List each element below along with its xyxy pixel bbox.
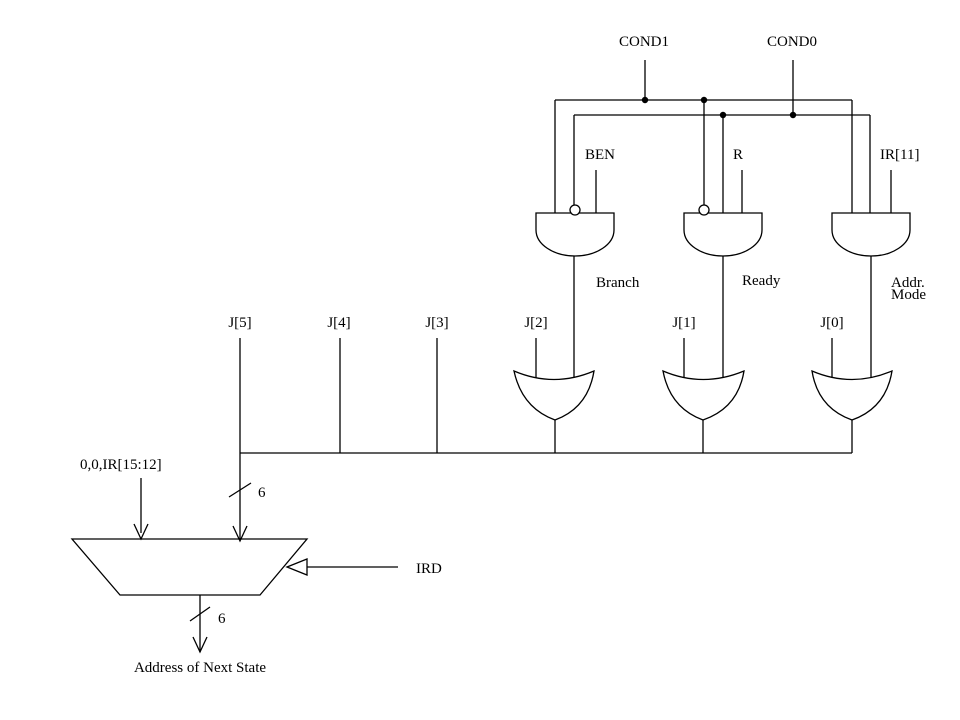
- arrow-down-icon: [232, 525, 248, 543]
- and-gate-addr-mode: [831, 212, 911, 257]
- junction-dot: [789, 111, 797, 119]
- j-bit-wires: [239, 338, 833, 541]
- or-gate-j2: [513, 369, 595, 421]
- bus-width-in-label: 6: [258, 485, 266, 501]
- j1-label: J[1]: [672, 315, 695, 331]
- r-label: R: [733, 147, 743, 163]
- j5-label: J[5]: [228, 315, 251, 331]
- j3-label: J[3]: [425, 315, 448, 331]
- mux: [70, 538, 309, 596]
- ready-label: Ready: [742, 273, 781, 289]
- addr-mode-label-line1: Addr.: [891, 275, 925, 291]
- branch-label: Branch: [596, 275, 640, 291]
- bus-width-slash: [228, 482, 252, 498]
- select-arrow-icon: [285, 558, 308, 576]
- junction-dot: [719, 111, 727, 119]
- or-gate-j1: [662, 369, 745, 421]
- arrow-down-icon: [192, 636, 208, 654]
- cond1-label: COND1: [619, 34, 669, 50]
- condition-wiring: [554, 60, 892, 213]
- or-gate-j0: [811, 369, 893, 421]
- ird-label: IRD: [416, 561, 442, 577]
- output-label: Address of Next State: [134, 660, 266, 676]
- j2-label: J[2]: [524, 315, 547, 331]
- bus-width-out-label: 6: [218, 611, 226, 627]
- inverter-bubble: [698, 204, 710, 216]
- cond0-label: COND0: [767, 34, 817, 50]
- and-gate-branch: [535, 204, 615, 257]
- ben-label: BEN: [585, 147, 615, 163]
- arrow-down-icon: [133, 523, 149, 541]
- ir15-12-label: 0,0,IR[15:12]: [80, 457, 162, 473]
- junction-dot: [700, 96, 708, 104]
- inverter-bubble: [569, 204, 581, 216]
- junction-dot: [641, 96, 649, 104]
- addr-mode-label-line2: Mode: [891, 287, 926, 303]
- ir11-label: IR[11]: [880, 147, 919, 163]
- bus-width-slash: [189, 606, 211, 622]
- and-gate-ready: [683, 204, 763, 257]
- j4-label: J[4]: [327, 315, 350, 331]
- j0-label: J[0]: [820, 315, 843, 331]
